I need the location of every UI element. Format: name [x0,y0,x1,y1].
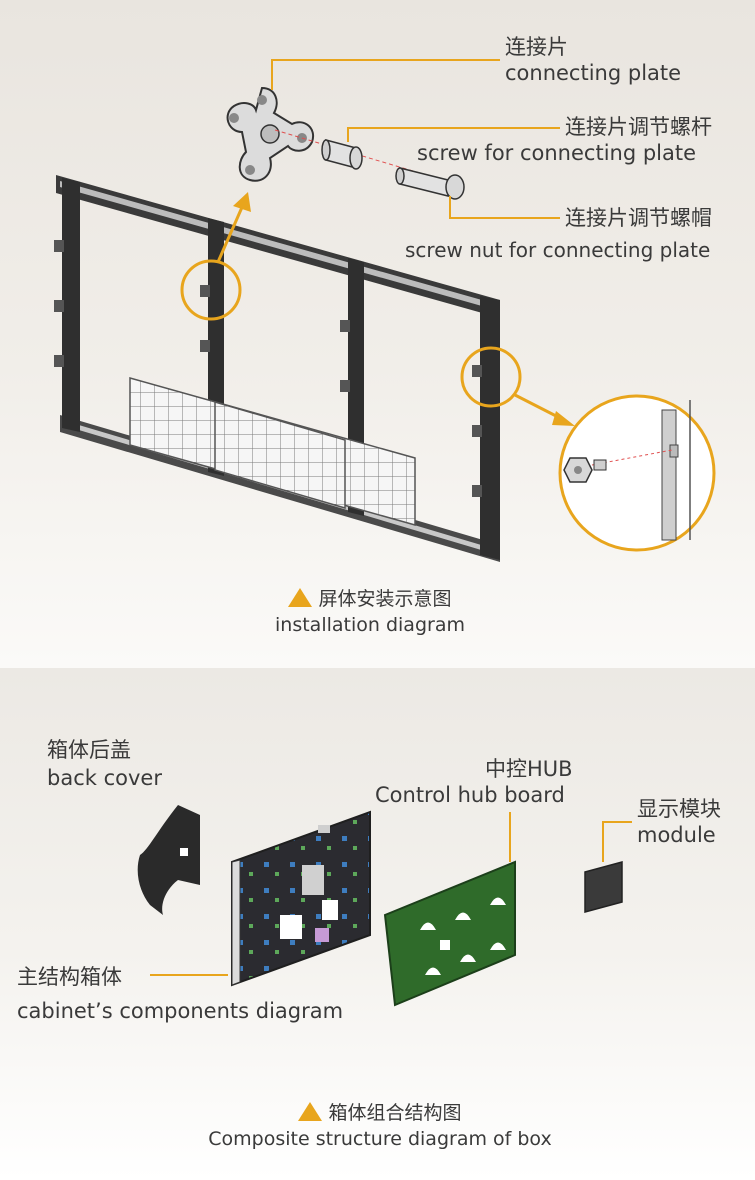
arrow-to-detail [552,411,575,426]
cabinet-drawing [231,810,371,987]
connecting-plate-label-en: connecting plate [505,61,682,85]
screw-nut-drawing [395,167,465,200]
module-label-zh: 显示模块 [637,797,721,821]
screw-nut-label-en: screw nut for connecting plate [405,238,711,262]
control-hub-label-en: Control hub board [375,783,565,807]
connecting-plate-label-zh: 连接片 [505,35,568,59]
connecting-plate-drawing [226,86,315,182]
composite-caption-en: Composite structure diagram of box [208,1128,552,1150]
module-label-en: module [637,823,716,847]
control-hub-drawing [383,860,516,1007]
caption-triangle-icon [298,1102,323,1121]
caption-triangle-icon [288,588,313,607]
detail-view [558,394,716,552]
composite-panel [0,668,755,1180]
control-hub-label-zh: 中控HUB [485,757,573,781]
back-cover-label-en: back cover [47,766,162,790]
back-cover-label-zh: 箱体后盖 [47,738,131,762]
highlight-circle-right [460,346,522,408]
screw-drawing [321,139,363,170]
screw-label-en: screw for connecting plate [417,141,697,165]
cabinet-label-zh: 主结构箱体 [17,965,122,989]
highlight-circle-left [180,259,242,321]
screw-nut-label-zh: 连接片调节螺帽 [565,206,712,230]
installation-caption: 屏体安装示意图 installation diagram [240,586,500,638]
cabinet-label-en: cabinet’s components diagram [17,999,344,1023]
module-drawing [584,861,623,913]
screen-frame [54,175,500,562]
installation-panel [0,0,755,668]
installation-caption-zh: 屏体安装示意图 [318,588,452,610]
arrow-to-plate [233,192,251,212]
installation-caption-en: installation diagram [275,614,465,636]
back-cover-drawing [137,805,200,915]
composite-caption-zh: 箱体组合结构图 [328,1102,462,1124]
composite-caption: 箱体组合结构图 Composite structure diagram of b… [150,1100,610,1152]
screw-label-zh: 连接片调节螺杆 [565,115,712,139]
